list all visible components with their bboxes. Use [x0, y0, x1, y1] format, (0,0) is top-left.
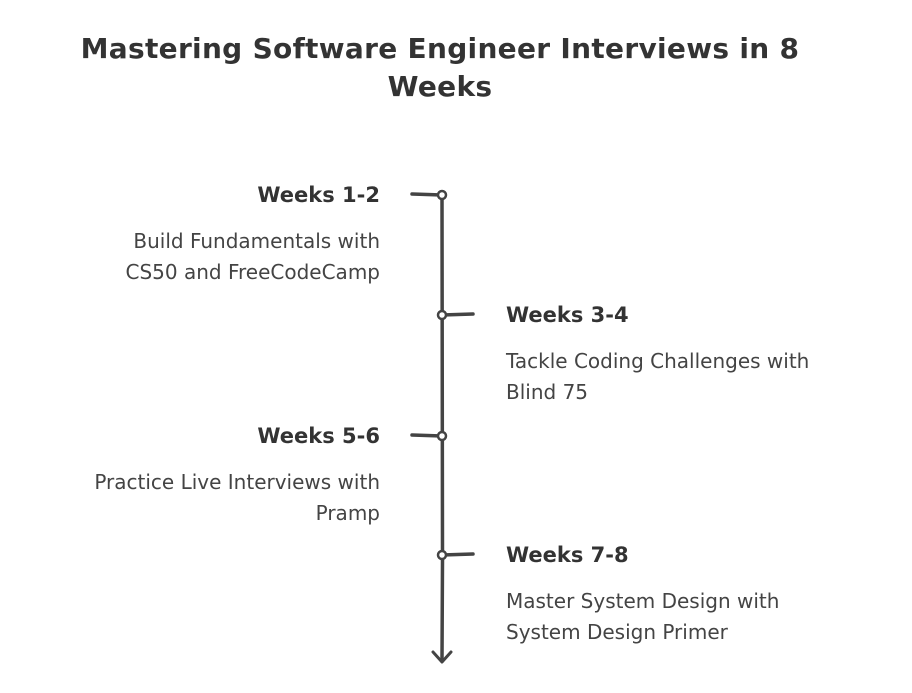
milestone-description-line: Tackle Coding Challenges with — [506, 349, 810, 373]
milestone-weeks-1-2: Weeks 1-2 Build Fundamentals with CS50 a… — [20, 182, 381, 288]
milestone-period: Weeks 5-6 — [257, 424, 380, 448]
milestone-description-line: Pramp — [315, 501, 380, 525]
milestone-description: Master System Design with System Design … — [506, 586, 896, 648]
node-weeks-5-6 — [436, 430, 448, 442]
milestone-period: Weeks 3-4 — [506, 303, 629, 327]
node-weeks-3-4 — [436, 309, 448, 321]
node-weeks-7-8 — [436, 549, 448, 561]
diagram-title: Mastering Software Engineer Interviews i… — [80, 32, 800, 103]
milestone-description-line: Build Fundamentals with — [133, 229, 380, 253]
milestone-description-line: Practice Live Interviews with — [94, 470, 380, 494]
milestone-weeks-5-6: Weeks 5-6 Practice Live Interviews with … — [10, 423, 380, 529]
milestone-description: Practice Live Interviews with Pramp — [10, 467, 380, 529]
milestone-description: Build Fundamentals with CS50 and FreeCod… — [20, 226, 381, 288]
milestone-description: Tackle Coding Challenges with Blind 75 — [506, 346, 896, 408]
milestone-weeks-3-4: Weeks 3-4 Tackle Coding Challenges with … — [506, 302, 896, 408]
milestone-period: Weeks 7-8 — [506, 543, 629, 567]
milestone-description-line: System Design Primer — [506, 620, 728, 644]
milestone-description-line: Blind 75 — [506, 380, 589, 404]
timeline-arrowhead — [431, 650, 453, 664]
node-weeks-1-2 — [436, 189, 448, 201]
milestone-description-line: CS50 and FreeCodeCamp — [125, 260, 381, 284]
timeline-line — [440, 192, 445, 662]
milestone-weeks-7-8: Weeks 7-8 Master System Design with Syst… — [506, 542, 896, 648]
milestone-description-line: Master System Design with — [506, 589, 780, 613]
milestone-period: Weeks 1-2 — [257, 183, 380, 207]
